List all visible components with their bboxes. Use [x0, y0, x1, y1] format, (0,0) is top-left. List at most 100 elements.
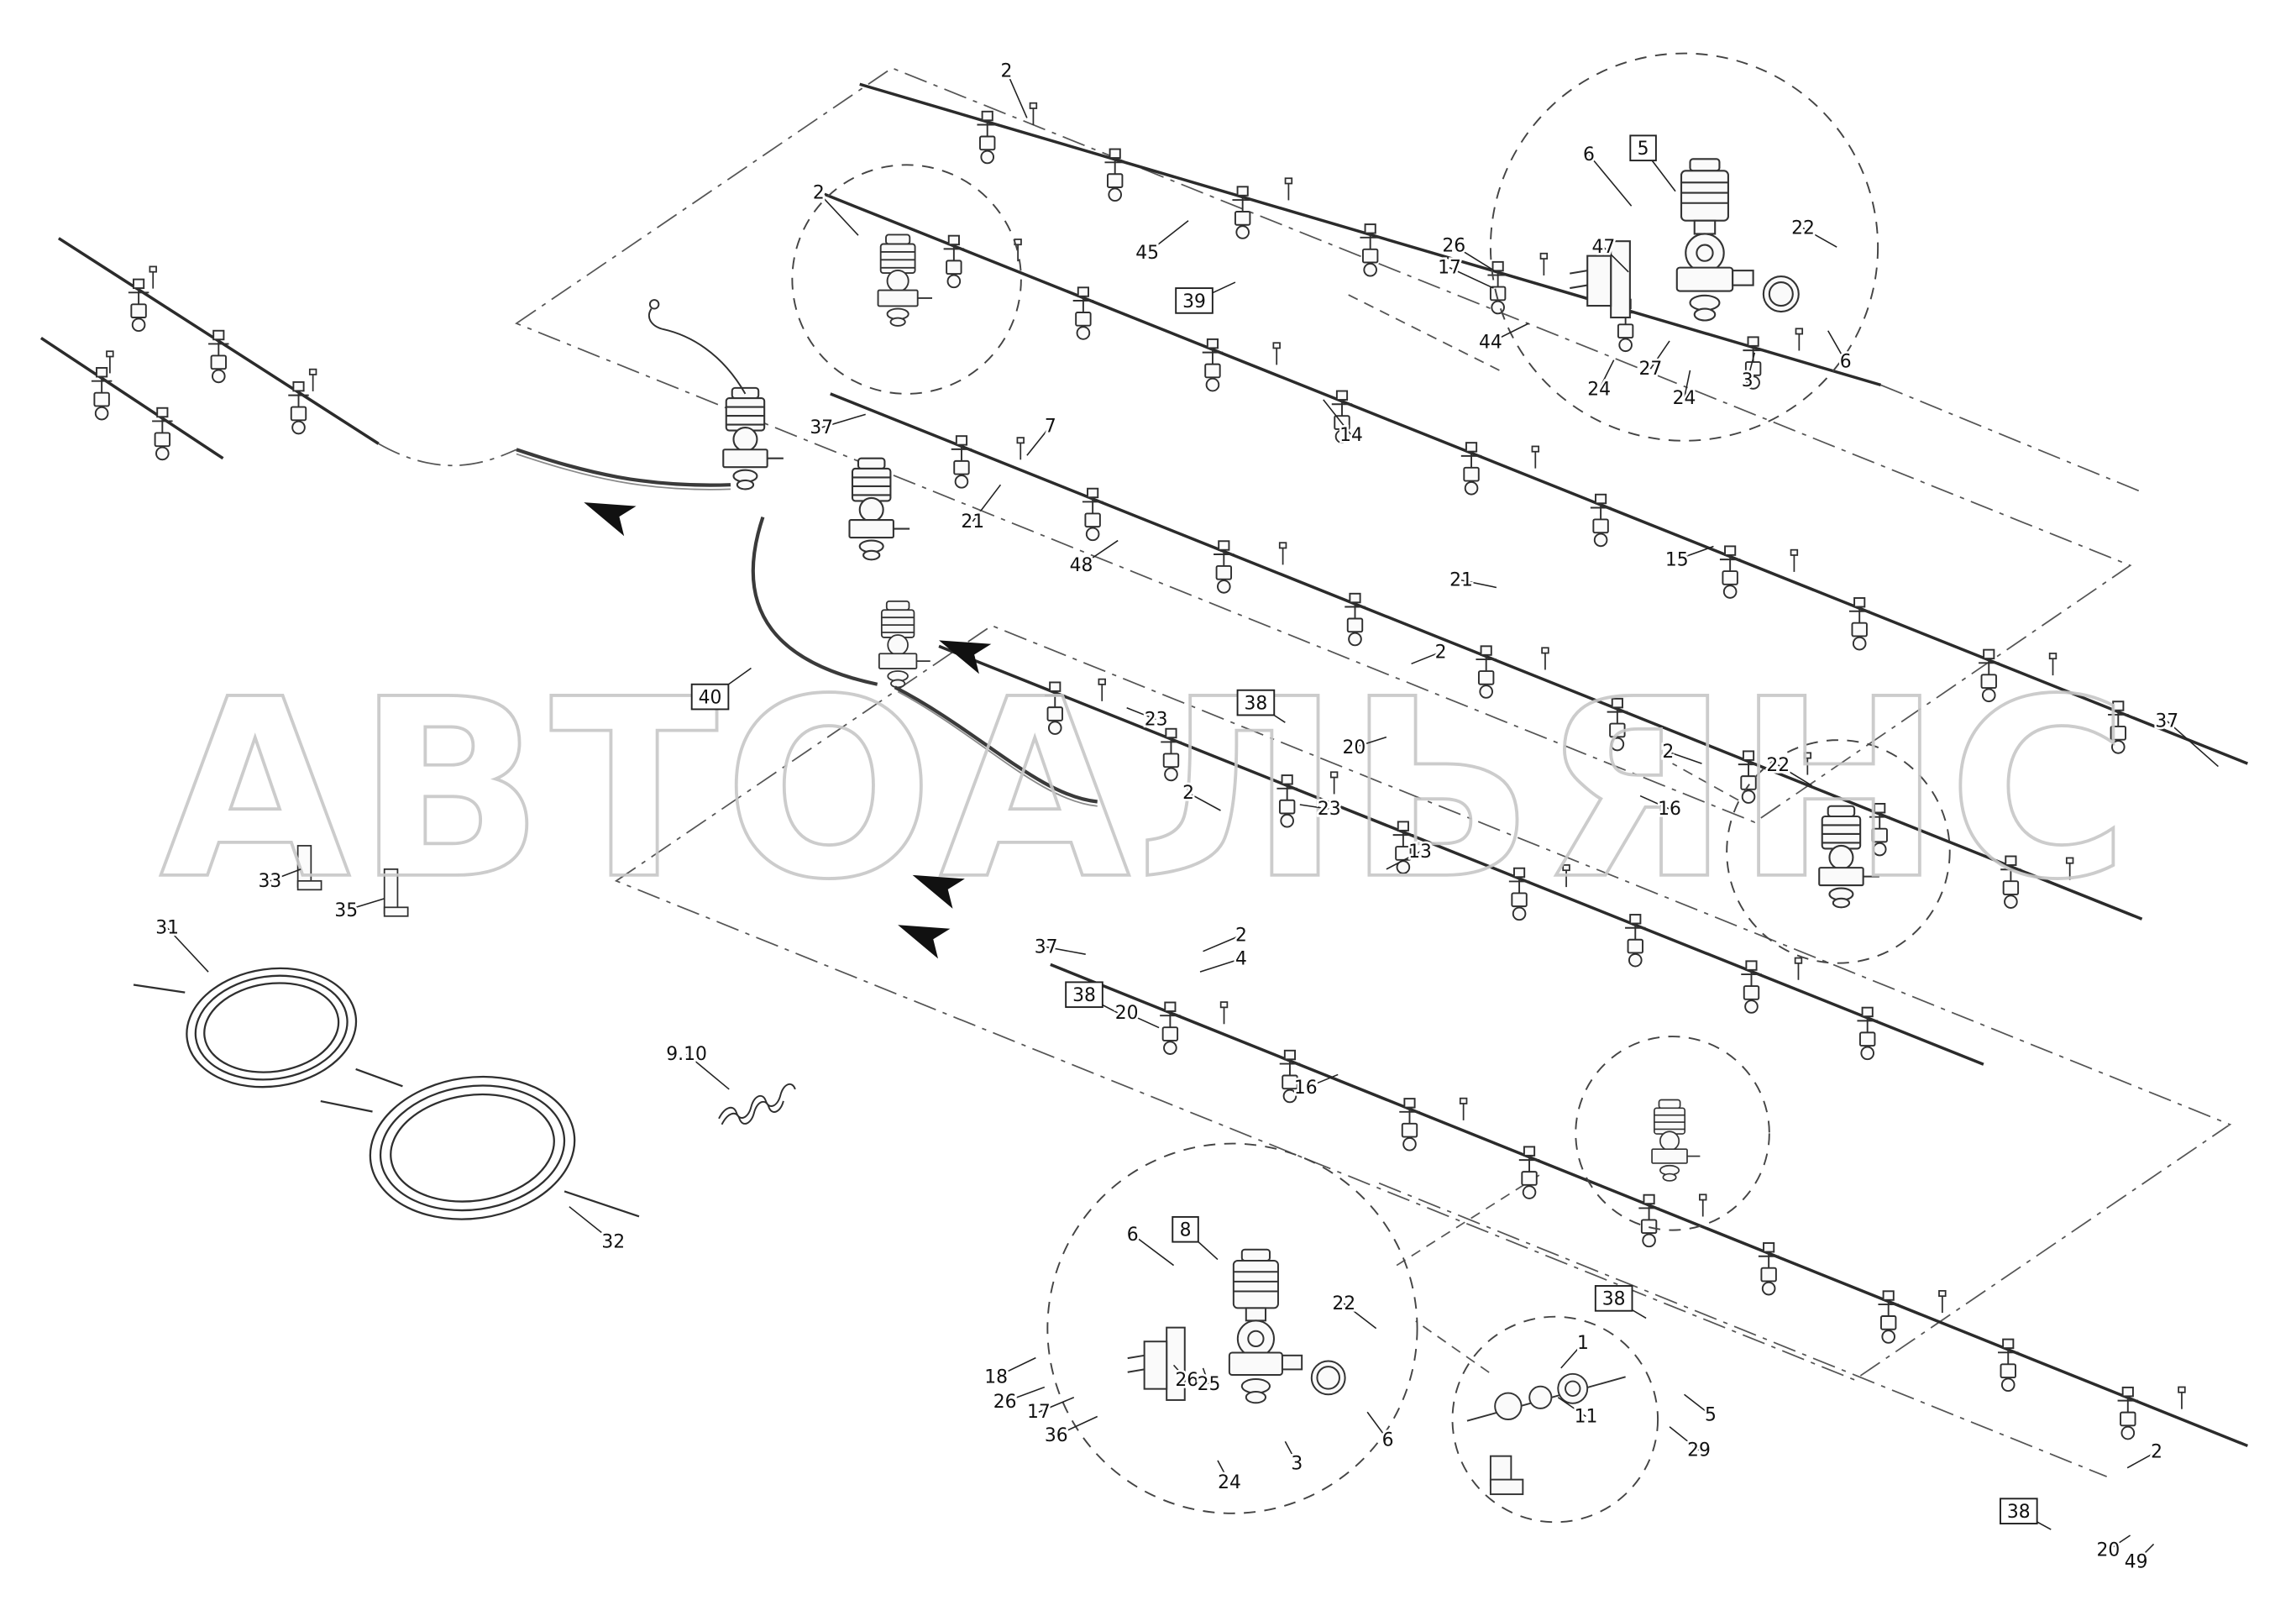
svg-text:17: 17 [1027, 1402, 1051, 1423]
svg-text:29: 29 [1687, 1440, 1711, 1461]
part-label-21: 21 [959, 484, 1002, 534]
detail-contents [877, 158, 1880, 1496]
part-label-22: 22 [1330, 1291, 1377, 1330]
bracket-33 [296, 845, 322, 891]
svg-text:15: 15 [1665, 549, 1689, 570]
svg-text:37: 37 [1035, 936, 1058, 957]
part-label-22: 22 [1790, 216, 1837, 248]
nozzle-body [287, 380, 310, 435]
svg-text:2: 2 [1000, 61, 1012, 82]
svg-text:22: 22 [1332, 1293, 1355, 1314]
part-label-22: 22 [1764, 753, 1812, 786]
part-label-2: 2 [1180, 780, 1221, 811]
svg-text:2: 2 [1662, 742, 1674, 763]
svg-text:33: 33 [259, 871, 282, 892]
nozzle-body [151, 407, 174, 461]
svg-text:1: 1 [1577, 1333, 1589, 1354]
part-label-11: 11 [1557, 1397, 1600, 1430]
part-label-36: 36 [1042, 1415, 1098, 1449]
part-label-26: 26 [1440, 233, 1497, 273]
svg-text:21: 21 [1449, 570, 1473, 591]
hose-coil-31 [133, 967, 403, 1089]
part-label-45: 45 [1134, 220, 1189, 266]
part-label-4: 4 [1199, 947, 1249, 973]
svg-text:37: 37 [810, 417, 833, 438]
part-label-5: 5 [1684, 1393, 1719, 1428]
hose-coupling-detail [1466, 1372, 1626, 1496]
part-label-2: 2 [1660, 739, 1702, 765]
svg-text:24: 24 [1673, 388, 1696, 409]
part-label-38: 38 [1065, 981, 1119, 1014]
svg-text:31: 31 [155, 918, 179, 939]
part-label-2: 2 [999, 59, 1028, 118]
part-label-40: 40 [690, 667, 752, 711]
svg-text:26: 26 [993, 1392, 1017, 1413]
part-label-35: 35 [333, 898, 385, 923]
svg-text:2: 2 [1435, 642, 1447, 663]
part-label-33: 33 [256, 868, 301, 894]
svg-text:27: 27 [1638, 359, 1662, 380]
svg-text:6: 6 [1583, 144, 1595, 165]
part-label-6: 6 [1124, 1222, 1175, 1267]
part-label-13: 13 [1386, 839, 1434, 870]
part-label-15: 15 [1663, 545, 1714, 573]
detail-circle-bottom-center [1046, 1142, 1418, 1514]
svg-text:22: 22 [1791, 218, 1815, 239]
detail-circle-bottom-coupling [1451, 1315, 1659, 1524]
part-label-24: 24 [1586, 359, 1615, 402]
part-label-5: 5 [1629, 134, 1676, 192]
svg-text:5: 5 [1705, 1405, 1717, 1426]
svg-text:35: 35 [334, 900, 358, 921]
detail-callout-circles [791, 52, 1951, 1524]
boom-tubes [39, 82, 2249, 1448]
part-label-6: 6 [1580, 142, 1633, 207]
part-label-37: 37 [1032, 935, 1086, 960]
svg-text:45: 45 [1135, 243, 1159, 264]
svg-text:38: 38 [1245, 693, 1268, 714]
svg-text:40: 40 [699, 687, 722, 708]
svg-text:38: 38 [2007, 1502, 2031, 1523]
svg-text:23: 23 [1145, 710, 1168, 731]
spiral-wrap-9-10 [718, 1083, 796, 1125]
part-label-24: 24 [1670, 370, 1698, 412]
part-label-38: 38 [1236, 689, 1286, 723]
detail-circle-upper-left [791, 164, 1022, 395]
svg-text:2: 2 [813, 183, 825, 204]
part-label-31: 31 [154, 915, 209, 973]
part-label-37: 37 [808, 413, 866, 441]
part-label-3: 3 [1739, 352, 1755, 394]
svg-text:14: 14 [1339, 425, 1363, 446]
svg-text:39: 39 [1182, 291, 1206, 312]
svg-text:18: 18 [984, 1367, 1008, 1388]
part-label-7: 7 [1026, 414, 1058, 456]
svg-text:38: 38 [1072, 985, 1096, 1006]
svg-text:5: 5 [1638, 139, 1649, 160]
part-label-38: 38 [1594, 1285, 1647, 1319]
part-label-9.10: 9.10 [664, 1041, 730, 1090]
nozzle-body [90, 367, 113, 421]
part-label-38: 38 [2000, 1498, 2052, 1530]
part-label-2: 2 [2126, 1440, 2165, 1469]
hose-coil-32 [320, 1075, 640, 1220]
part-label-23: 23 [1126, 706, 1170, 732]
svg-text:36: 36 [1045, 1425, 1068, 1446]
svg-text:3: 3 [1742, 370, 1753, 391]
svg-text:6: 6 [1840, 351, 1852, 372]
part-label-49: 49 [2122, 1543, 2155, 1575]
svg-text:23: 23 [1318, 799, 1341, 820]
part-label-21: 21 [1447, 568, 1497, 593]
svg-text:17: 17 [1438, 258, 1461, 279]
phantom-outlines [378, 67, 2232, 1477]
part-label-37: 37 [2153, 709, 2219, 768]
part-label-24: 24 [1215, 1460, 1243, 1496]
svg-text:48: 48 [1070, 555, 1093, 576]
part-label-23: 23 [1299, 797, 1343, 822]
svg-text:26: 26 [1442, 235, 1465, 256]
part-label-16: 16 [1639, 795, 1684, 822]
bracket-35 [383, 868, 409, 917]
svg-text:44: 44 [1479, 333, 1502, 354]
svg-text:6: 6 [1127, 1225, 1139, 1246]
svg-text:32: 32 [601, 1232, 625, 1253]
svg-text:20: 20 [1115, 1003, 1139, 1024]
